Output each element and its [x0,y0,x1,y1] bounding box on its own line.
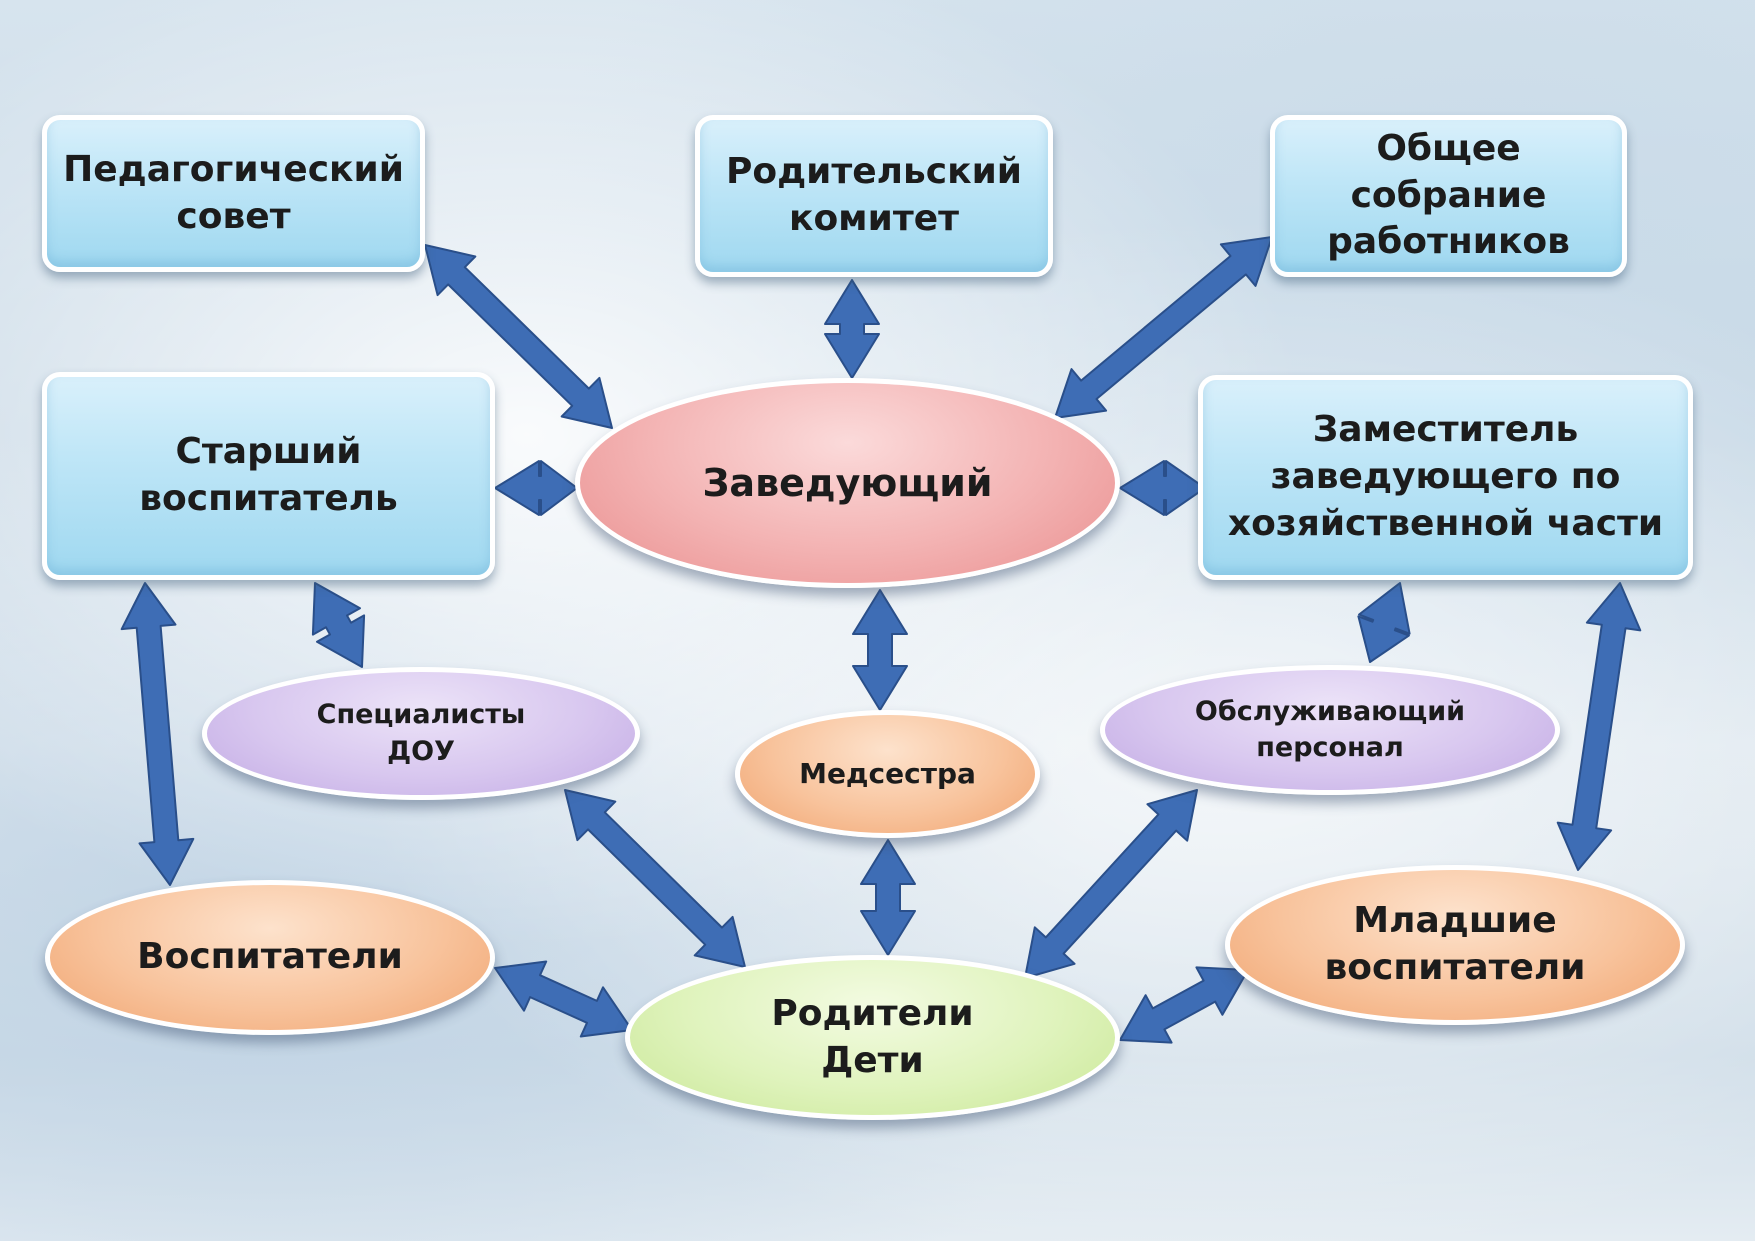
parent-committee-label: Родительский комитет [725,151,1023,239]
deputy-box: Заместитель заведующего по хозяйственной… [1198,375,1693,580]
educators-ellipse: Воспитатели [45,880,495,1035]
arrow-senior-educator-to-educators [120,582,195,886]
specialists-label: Специалисты ДОУ [316,699,526,767]
parent-committee-box: Родительский комитет [695,115,1053,277]
arrow-specialists-to-parents-children [564,789,746,968]
arrow-senior-educator-to-head [494,460,578,516]
senior-educator-box: Старший воспитатель [42,372,495,580]
junior-educators-label: Младшие воспитатели [1324,900,1586,988]
service-staff-label: Обслуживающий персонал [1194,695,1466,763]
nurse-ellipse: Медсестра [735,710,1040,838]
service-staff-ellipse: Обслуживающий персонал [1100,665,1560,795]
arrow-senior-educator-to-specialists [311,582,366,668]
arrow-head-to-nurse [852,589,908,711]
specialists-ellipse: Специалисты ДОУ [202,667,640,800]
deputy-label: Заместитель заведующего по хозяйственной… [1227,409,1664,544]
educators-label: Воспитатели [137,936,403,978]
parents-children-ellipse: Родители Дети [625,955,1120,1120]
arrow-ped-council-to-head [424,244,613,429]
arrow-educators-to-parents-children [494,960,633,1038]
arrow-junior-educators-to-parents-children [1119,966,1249,1044]
arrow-service-staff-to-parents-children [1024,789,1198,979]
head-ellipse: Заведующий [575,378,1120,588]
arrow-nurse-to-parents-children [860,839,916,956]
pedagogical-council-box: Педагогический совет [42,115,425,272]
parents-children-label: Родители Дети [771,992,974,1081]
general-meeting-label: Общее собрание работников [1327,127,1570,263]
head-label: Заведующий [702,461,993,505]
arrow-deputy-to-junior-educators [1556,582,1642,871]
pedagogical-council-label: Педагогический совет [63,148,404,237]
junior-educators-ellipse: Младшие воспитатели [1225,865,1685,1025]
arrow-parent-committee-to-head [824,279,880,379]
senior-educator-label: Старший воспитатель [139,431,398,519]
nurse-label: Медсестра [799,756,976,790]
general-meeting-box: Общее собрание работников [1270,115,1627,277]
arrow-head-to-deputy [1119,460,1206,516]
arrow-deputy-to-service-staff [1357,582,1411,663]
